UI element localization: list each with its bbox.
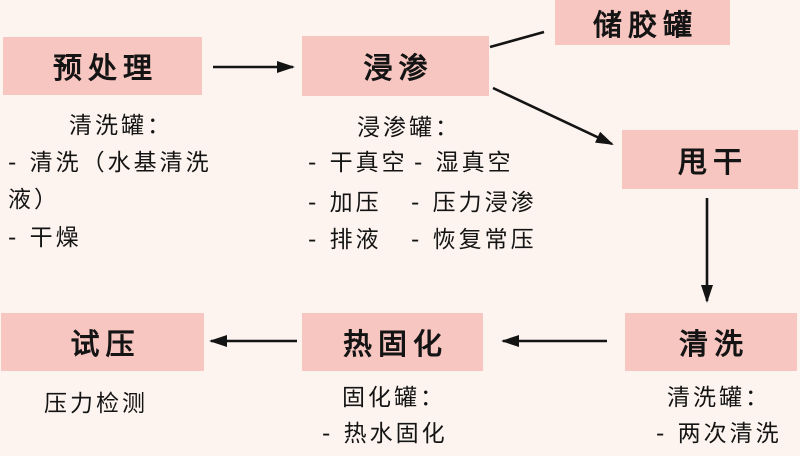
heat-cure-note-title: 固化罐： [342,385,446,411]
pretreatment-note-line: - 干燥 [8,225,82,251]
cleaning-note-line: - 两次清洗 [656,421,782,447]
cleaning-note-title: 清洗罐： [667,385,771,411]
node-pressure-test: 试压 [1,313,204,371]
impregnation-note-item: - 加压 [308,190,382,216]
impregnation-note-item: - 压力浸渗 [411,190,537,216]
pretreatment-note-line: - 清洗（水基清洗 [8,150,212,176]
node-heat-cure: 热固化 [302,313,483,371]
impregnation-note-item: - 恢复常压 [411,227,537,253]
heat-cure-note-line: - 热水固化 [322,421,448,447]
node-impregnation: 浸渗 [302,36,489,96]
line-impregnation-to-glue-tank [489,30,545,49]
node-pretreatment: 预处理 [3,37,202,95]
impregnation-note-item: - 排液 [308,227,382,253]
impregnation-note-item: - 干真空 [308,150,408,176]
impregnation-note-title: 浸渗罐： [357,115,461,141]
pretreatment-note-title: 清洗罐： [69,113,173,139]
pressure-test-note-line: 压力检测 [44,391,148,417]
pretreatment-note-line: 液） [8,187,60,213]
arrow-impregnation-to-spin-dry [492,86,614,146]
node-spin-dry: 甩干 [622,130,798,189]
node-cleaning: 清洗 [625,313,797,371]
node-glue-tank: 储胶罐 [555,0,730,45]
impregnation-note-item: - 湿真空 [414,150,514,176]
